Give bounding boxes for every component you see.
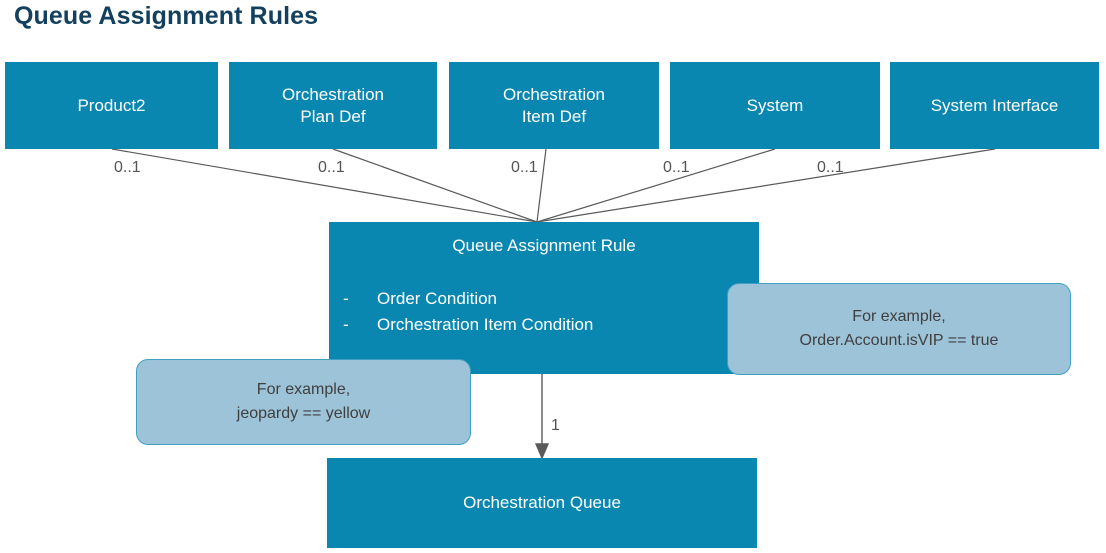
- entity-orchestration-plan-def-label: Orchestration Plan Def: [281, 84, 385, 126]
- callout-order-condition-example[interactable]: For example, Order.Account.isVIP == true: [727, 283, 1071, 375]
- entity-system[interactable]: System: [670, 62, 880, 149]
- connector-orchestration-item-def: [536, 148, 547, 223]
- entity-system-label: System: [746, 95, 804, 115]
- entity-orchestration-plan-def[interactable]: Orchestration Plan Def: [229, 62, 437, 149]
- multiplicity-system-interface: 0..1: [817, 159, 844, 176]
- multiplicity-orchestration-plan-def: 0..1: [318, 159, 345, 176]
- multiplicity-system: 0..1: [663, 159, 690, 176]
- multiplicity-product2: 0..1: [114, 159, 141, 176]
- entity-orchestration-item-def[interactable]: Orchestration Item Def: [449, 62, 659, 149]
- attribute-orchestration-item-condition-label: Orchestration Item Condition: [377, 315, 594, 334]
- connector-orchestration-plan-def: [332, 148, 538, 223]
- attribute-order-condition-label: Order Condition: [377, 289, 498, 308]
- entity-orchestration-queue[interactable]: Orchestration Queue: [327, 458, 757, 548]
- callout-orchestration-item-condition-example[interactable]: For example, jeopardy == yellow: [136, 359, 471, 445]
- entity-queue-assignment-rule-label: Queue Assignment Rule: [452, 236, 636, 255]
- multiplicity-orchestration-queue: 1: [551, 417, 560, 434]
- callout-orchestration-item-condition-example-text: For example, jeopardy == yellow: [236, 381, 371, 422]
- connector-queue: [534, 374, 550, 460]
- entity-system-interface[interactable]: System Interface: [890, 62, 1099, 149]
- connector-system-interface: [536, 148, 996, 223]
- entity-orchestration-item-def-label: Orchestration Item Def: [502, 84, 606, 126]
- entity-queue-assignment-rule[interactable]: Queue Assignment Rule - Order Condition …: [329, 222, 759, 374]
- entity-product2[interactable]: Product2: [5, 62, 218, 149]
- callout-order-condition-example-text: For example, Order.Account.isVIP == true: [799, 308, 999, 349]
- connector-system: [536, 148, 776, 223]
- attribute-bullet: -: [343, 289, 349, 308]
- page-title: Queue Assignment Rules: [14, 2, 319, 30]
- attribute-order-condition: - Order Condition: [343, 286, 593, 312]
- multiplicity-orchestration-item-def: 0..1: [511, 159, 538, 176]
- attribute-orchestration-item-condition: - Orchestration Item Condition: [343, 312, 593, 338]
- attribute-bullet: -: [343, 315, 349, 334]
- entity-orchestration-queue-label: Orchestration Queue: [463, 493, 621, 512]
- queue-assignment-rule-attributes: - Order Condition - Orchestration Item C…: [343, 286, 593, 338]
- entity-system-interface-label: System Interface: [930, 95, 1059, 115]
- entity-product2-label: Product2: [77, 95, 146, 115]
